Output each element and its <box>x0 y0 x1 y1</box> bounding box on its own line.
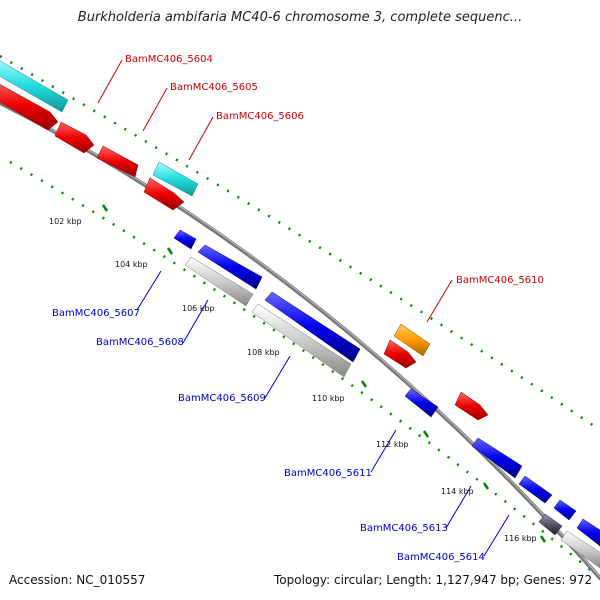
map-title: Burkholderia ambifaria MC40-6 chromosome… <box>77 10 523 25</box>
gene-label-5605: BamMC406_5605 <box>170 82 258 93</box>
gene-label-5607: BamMC406_5607 <box>52 308 140 319</box>
gene-label-5611: BamMC406_5611 <box>284 468 372 479</box>
callout-line <box>445 485 472 529</box>
tick-label-110: 110 kbp <box>312 394 345 403</box>
callout-line <box>97 59 123 104</box>
tick-label-112: 112 kbp <box>376 440 409 449</box>
gene-label-5610: BamMC406_5610 <box>456 275 544 286</box>
gene-feature-gray <box>560 530 600 569</box>
gene-feature-cyan <box>152 161 199 197</box>
gene-feature-blue <box>471 437 523 479</box>
tick-marks <box>101 204 547 543</box>
tick-label-104: 104 kbp <box>115 260 148 269</box>
tick-mark <box>482 482 490 490</box>
tick-label-106: 106 kbp <box>182 304 215 313</box>
gene-feature-red <box>54 121 95 154</box>
callout-line <box>370 429 397 473</box>
tick-mark <box>422 430 430 438</box>
gene-label-5604: BamMC406_5604 <box>125 54 213 65</box>
callout-line <box>142 87 168 132</box>
guide-line-outer-1 <box>0 54 600 432</box>
gene-feature-red <box>0 84 59 131</box>
backbone-highlight <box>0 101 600 578</box>
gene-feature-red <box>96 145 139 178</box>
gene-feature-blue <box>197 244 263 290</box>
callout-line <box>426 279 453 323</box>
gene-label-5614: BamMC406_5614 <box>397 552 485 563</box>
tick-mark <box>166 247 174 255</box>
tick-labels: 102 kbp 104 kbp 106 kbp 108 kbp 110 kbp … <box>49 217 537 543</box>
gene-feature-orange <box>393 323 431 357</box>
gene-feature-dark <box>538 513 563 536</box>
tick-label-102: 102 kbp <box>49 217 82 226</box>
guide-line-inner-1 <box>9 160 600 579</box>
backbone-line <box>0 101 600 580</box>
gene-feature-gray <box>251 303 352 378</box>
bottom-strand-genes <box>173 229 600 569</box>
gene-feature-gray <box>184 256 254 307</box>
tick-mark <box>101 204 109 212</box>
backbone <box>0 101 600 580</box>
gene-feature-blue <box>553 499 577 521</box>
gene-feature-red <box>143 177 185 211</box>
summary-text: Topology: circular; Length: 1,127,947 bp… <box>274 573 593 587</box>
callout-line <box>264 355 291 399</box>
accession-text: Accession: NC_010557 <box>9 573 146 587</box>
gene-feature-blue <box>404 388 439 418</box>
tick-label-116: 116 kbp <box>504 534 537 543</box>
tick-mark <box>539 535 547 543</box>
gene-feature-blue <box>264 291 361 363</box>
gene-feature-red <box>383 339 417 369</box>
gene-label-5613: BamMC406_5613 <box>360 523 448 534</box>
top-strand-genes <box>0 60 489 421</box>
gene-label-5608: BamMC406_5608 <box>96 337 184 348</box>
guide-lines <box>0 54 600 579</box>
gene-feature-blue <box>173 229 197 250</box>
gene-feature-blue <box>518 475 553 504</box>
gene-feature-red <box>454 391 489 421</box>
callout-line <box>182 299 209 344</box>
gene-labels: BamMC406_5604 BamMC406_5605 BamMC406_560… <box>52 54 544 563</box>
gene-label-5606: BamMC406_5606 <box>216 111 304 122</box>
gene-label-5609: BamMC406_5609 <box>178 393 266 404</box>
tick-label-108: 108 kbp <box>247 348 280 357</box>
callout-line <box>483 514 510 557</box>
gene-feature-cyan <box>0 60 69 113</box>
callout-lines <box>97 59 510 557</box>
callout-line <box>136 270 162 311</box>
callout-line <box>188 116 214 161</box>
tick-mark <box>360 380 368 388</box>
tick-label-114: 114 kbp <box>441 487 474 496</box>
gene-feature-blue <box>576 518 600 547</box>
